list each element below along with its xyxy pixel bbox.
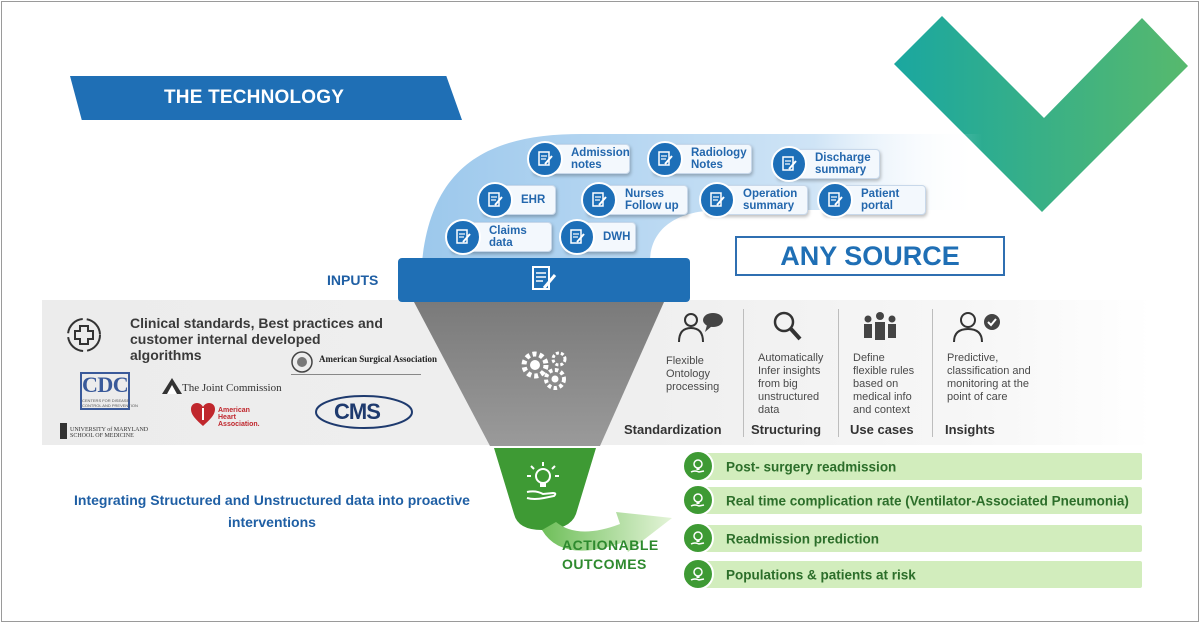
medical-cross-cycle-icon bbox=[64, 315, 104, 360]
source-ehr: EHR bbox=[477, 182, 556, 218]
structuring-title: Structuring bbox=[751, 422, 822, 437]
cdc-text: CDC bbox=[82, 372, 129, 397]
person-check-icon bbox=[952, 310, 1002, 349]
document-edit-icon bbox=[817, 182, 853, 218]
cms-logo bbox=[314, 394, 414, 435]
source-nurses-follow-up: Nurses Follow up bbox=[581, 182, 688, 218]
outcome-item: Populations & patients at risk bbox=[682, 558, 1142, 590]
document-edit-icon bbox=[771, 146, 807, 182]
outcome-arrow bbox=[542, 512, 672, 552]
column-divider bbox=[838, 309, 839, 437]
umd-logo bbox=[60, 423, 67, 439]
inputs-label: INPUTS bbox=[327, 272, 379, 288]
standardization-title: Standardization bbox=[624, 422, 722, 437]
document-edit-icon bbox=[477, 182, 513, 218]
outcome-item: Readmission prediction bbox=[682, 522, 1142, 554]
lightbulb-hand-icon bbox=[682, 484, 714, 516]
lightbulb-hand-icon bbox=[682, 522, 714, 554]
outcome-item: Post- surgery readmission bbox=[682, 450, 1142, 482]
actionable-outcomes-label: ACTIONABLE OUTCOMES bbox=[562, 537, 659, 572]
column-divider bbox=[743, 309, 744, 437]
standards-text: Clinical standards, Best practices and c… bbox=[130, 315, 383, 363]
surgical-association-text: American Surgical Association bbox=[319, 354, 437, 364]
joint-commission-text: The Joint Commission bbox=[182, 382, 282, 394]
lightbulb-hand-icon bbox=[682, 450, 714, 482]
document-edit-icon bbox=[699, 182, 735, 218]
people-chat-icon bbox=[677, 310, 725, 349]
cms-text: CMS bbox=[334, 399, 381, 424]
people-group-icon bbox=[860, 310, 900, 349]
funnel bbox=[398, 258, 690, 530]
lightbulb-hand-icon bbox=[682, 558, 714, 590]
structuring-description: Automatically Infer insights from big un… bbox=[758, 352, 824, 416]
document-edit-icon bbox=[528, 264, 558, 299]
heart-association-text: American Heart Association. bbox=[218, 407, 260, 428]
document-edit-icon bbox=[527, 141, 563, 177]
document-edit-icon bbox=[559, 219, 595, 255]
integrating-caption: Integrating Structured and Unstructured … bbox=[74, 492, 470, 530]
lightbulb-hand-icon bbox=[524, 460, 562, 509]
source-operation-summary: Operation summary bbox=[699, 182, 808, 218]
chevron-logo bbox=[894, 16, 1188, 212]
outcome-item: Real time complication rate (Ventilator-… bbox=[682, 484, 1142, 516]
gears-icon bbox=[517, 347, 573, 400]
surgical-association-logo bbox=[291, 351, 421, 375]
document-edit-icon bbox=[647, 141, 683, 177]
page-title: THE TECHNOLOGY bbox=[164, 87, 345, 108]
cdc-subtext: CENTERS FOR DISEASE CONTROL AND PREVENTI… bbox=[82, 398, 138, 408]
source-patient-portal: Patient portal bbox=[817, 182, 926, 218]
magnifier-icon bbox=[772, 310, 802, 347]
standardization-description: Flexible Ontology processing bbox=[666, 355, 720, 393]
joint-commission-logo bbox=[162, 378, 182, 399]
source-admission-notes: Admission notes bbox=[527, 141, 630, 177]
insights-title: Insights bbox=[945, 422, 995, 437]
use-cases-description: Define flexible rules based on medical i… bbox=[853, 352, 915, 416]
source-dwh: DWH bbox=[559, 219, 636, 255]
title-banner bbox=[70, 76, 462, 120]
document-edit-icon bbox=[581, 182, 617, 218]
source-radiology-notes: Radiology Notes bbox=[647, 141, 752, 177]
heart-association-logo bbox=[190, 402, 216, 433]
cdc-logo bbox=[80, 372, 130, 410]
any-source-box: ANY SOURCE bbox=[735, 236, 1005, 276]
source-claims-data: Claims data bbox=[445, 219, 552, 255]
umd-text: UNIVERSITY of MARYLAND SCHOOL OF MEDICIN… bbox=[70, 427, 149, 439]
insights-description: Predictive, classification and monitorin… bbox=[947, 352, 1031, 403]
use-cases-title: Use cases bbox=[850, 422, 914, 437]
source-discharge-summary: Discharge summary bbox=[771, 146, 880, 182]
document-edit-icon bbox=[445, 219, 481, 255]
column-divider bbox=[932, 309, 933, 437]
